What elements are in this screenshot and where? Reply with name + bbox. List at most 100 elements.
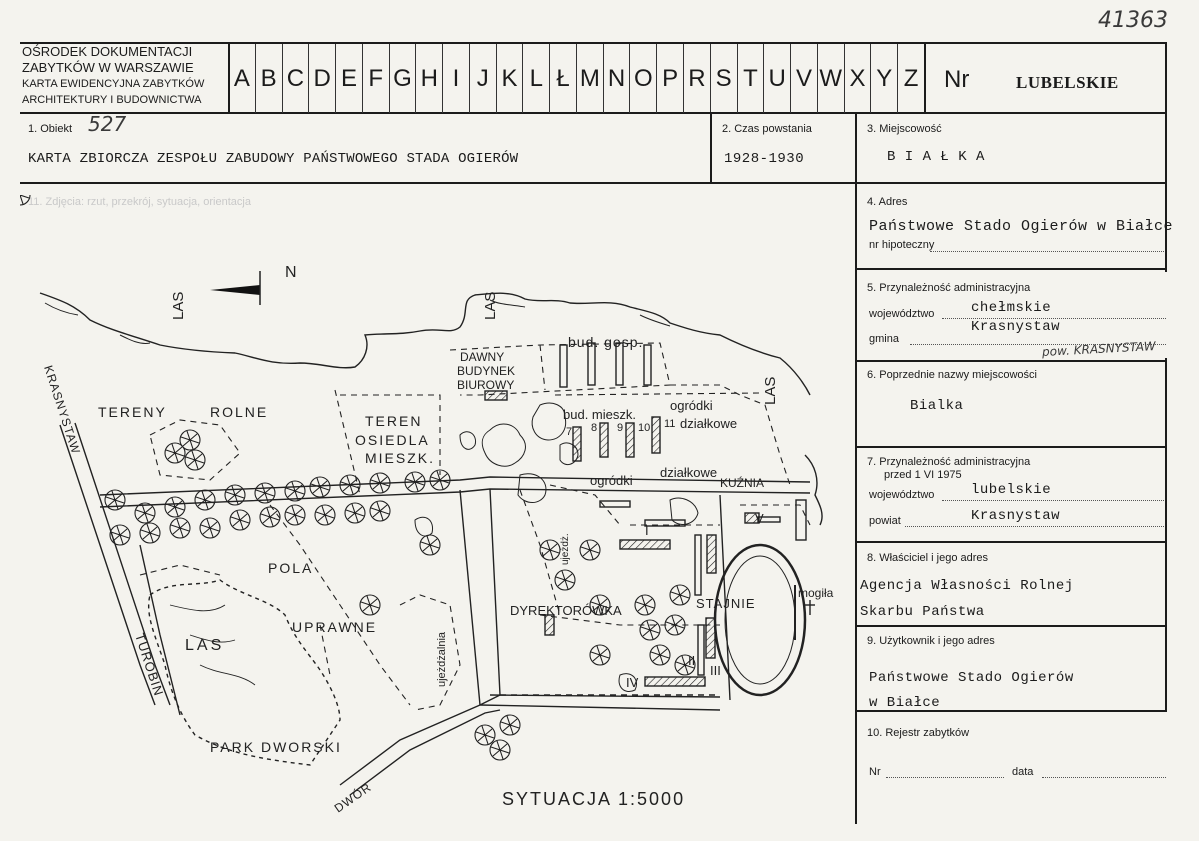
- map-label-dawny3: BIUROWY: [457, 378, 514, 392]
- residential-buildings: [484, 390, 760, 687]
- right-border: [1165, 42, 1167, 272]
- map-label-dzialkowe2: działkowe: [660, 465, 717, 480]
- map-label-III: III: [710, 663, 721, 678]
- map-label-11: 11: [664, 418, 675, 430]
- forest-edge-right: [804, 454, 823, 526]
- dashed-boundaries: [139, 342, 811, 711]
- map-label-teren1: TEREN: [365, 413, 422, 429]
- card-type-line2: ARCHITEKTURY I BUDOWNICTWA: [22, 94, 202, 106]
- map-label-IV: IV: [626, 675, 639, 690]
- map-label-8: 8: [591, 422, 597, 434]
- riding-track: [713, 543, 807, 697]
- poprzednie-label: 6. Poprzednie nazwy miejscowości: [867, 369, 1037, 381]
- map-label-las4: LAS: [185, 637, 224, 654]
- przynaleznosc-bottom-border: [855, 360, 1167, 362]
- forest-edge-top: [39, 292, 811, 396]
- obiekt-number: 527: [88, 112, 127, 136]
- letter-cell: O: [629, 44, 656, 113]
- letter-cell: U: [763, 44, 790, 113]
- letter-cell: I: [442, 44, 469, 113]
- letter-cell: A: [233, 64, 250, 92]
- grave-icon: [805, 600, 815, 615]
- hipoteczny-dots: [930, 250, 1166, 252]
- letter-cell: Ł: [549, 44, 576, 113]
- rejestr-label: 10. Rejestr zabytków: [867, 727, 970, 739]
- wlasciciel-bottom-border: [855, 625, 1167, 627]
- north-label: N: [285, 264, 297, 281]
- map-label-las3: LAS: [762, 377, 779, 405]
- map-label-pola1: POLA: [268, 560, 313, 576]
- map-label-mogila: mogiła: [798, 586, 834, 600]
- woj-przed-dots: [942, 499, 1166, 501]
- map-label-ogrodki2: działkowe: [680, 416, 737, 431]
- map-label-park: PARK DWORSKI: [210, 739, 342, 755]
- map-label-tereny2: ROLNE: [210, 404, 268, 420]
- map-label-dyrektorowka: DYREKTORÓWKA: [510, 603, 622, 618]
- letter-cell: E: [335, 44, 362, 113]
- wlasciciel-label: 8. Właściciel i jego adres: [867, 552, 989, 564]
- letter-cell: B: [254, 44, 282, 113]
- institution-line1: OŚRODEK DOKUMENTACJI: [22, 44, 193, 59]
- gmina-label: gmina: [869, 333, 899, 345]
- przynaleznosc-label: 5. Przynależność administracyjna: [867, 282, 1031, 294]
- letter-cell: H: [415, 44, 442, 113]
- map-label-ujezdzalnia2: ujeżdż.: [560, 533, 571, 565]
- wlasciciel-value2: Skarbu Państwa: [860, 604, 985, 620]
- woj-label: województwo: [869, 308, 935, 320]
- gmina-dots: [910, 343, 1166, 345]
- letter-cell: P: [656, 44, 683, 113]
- miejscowosc-value: B I A Ł K A: [887, 149, 985, 165]
- map-label-ujezdzalnia1: ujeżdżalnia: [436, 631, 448, 687]
- gmina-value: Krasnystaw: [971, 319, 1061, 335]
- map-label-I: I: [645, 523, 649, 538]
- czas-value: 1928-1930: [724, 151, 805, 167]
- site-plan-drawing: N: [9, 184, 834, 815]
- institution-block: OŚRODEK DOKUMENTACJI ZABYTKÓW W WARSZAWI…: [22, 44, 222, 108]
- rejestr-nr-label: Nr: [869, 766, 881, 778]
- map-label-9: 9: [617, 422, 623, 434]
- park-outline: [148, 579, 341, 766]
- przynaleznosc-przed-label2: przed 1 VI 1975: [884, 469, 962, 481]
- map-label-bud-mieszk: bud. mieszk.: [563, 407, 636, 422]
- corner-number: 41363: [1098, 8, 1168, 33]
- obiekt-value: KARTA ZBIORCZA ZESPOŁU ZABUDOWY PAŃSTWOW…: [28, 151, 519, 167]
- poprzednie-bottom-border: [855, 446, 1167, 448]
- institution-line2: ZABYTKÓW W WARSZAWIE: [22, 60, 194, 75]
- avenue-road: [99, 476, 811, 496]
- uzytkownik-value1: Państwowe Stado Ogierów: [869, 670, 1074, 686]
- map-label-dawny1: DAWNY: [460, 350, 504, 364]
- miejscowosc-label: 3. Miejscowość: [867, 123, 942, 135]
- nr-value: LUBELSKIE: [1016, 73, 1119, 92]
- obiekt-label: 1. Obiekt: [28, 123, 73, 135]
- road-dwor: [339, 694, 501, 786]
- woj-przed-label: województwo: [869, 489, 935, 501]
- map-label-pola2: UPRAWNE: [292, 619, 377, 635]
- hipoteczny-label: nr hipoteczny: [869, 239, 935, 251]
- row1-bottom-border: [20, 182, 1165, 184]
- map-label-teren3: MIESZK.: [365, 450, 435, 466]
- letter-cell: F: [361, 44, 389, 113]
- map-caption: SYTUACJA 1:5000: [502, 789, 685, 809]
- map-label-stajnie: STAJNIE: [696, 596, 756, 611]
- letter-cell: R: [683, 44, 710, 113]
- map-label-ogrodki3: ogródki: [590, 473, 633, 488]
- top-border: [20, 42, 1165, 44]
- compound-boundary: [459, 488, 731, 706]
- nr-label: Nr: [944, 66, 970, 93]
- map-label-10: 10: [638, 422, 650, 434]
- letter-cell: C: [281, 44, 309, 113]
- rejestr-nr-dots: [886, 776, 1004, 778]
- header-divider-left: [228, 42, 230, 114]
- letter-cell: T: [736, 44, 764, 113]
- uzytkownik-bottom-border: [855, 710, 1167, 712]
- map-label-krasnystaw: KRASNYSTAW: [41, 364, 83, 456]
- shrub-clusters: [414, 402, 699, 692]
- site-plan-map: N: [9, 184, 850, 825]
- adres-value: Państwowe Stado Ogierów w Białce: [869, 218, 1174, 235]
- alphabet-index: A B C D E F G H I J K L Ł M N O P R S T …: [229, 44, 924, 113]
- map-label-II: II: [688, 653, 695, 668]
- woj-value: chełmskie: [971, 300, 1052, 316]
- card-type-line1: KARTA EWIDENCYJNA ZABYTKÓW: [22, 78, 205, 90]
- row1-divider-a: [710, 112, 712, 184]
- map-label-kuznia: KUŹNIA: [720, 475, 764, 490]
